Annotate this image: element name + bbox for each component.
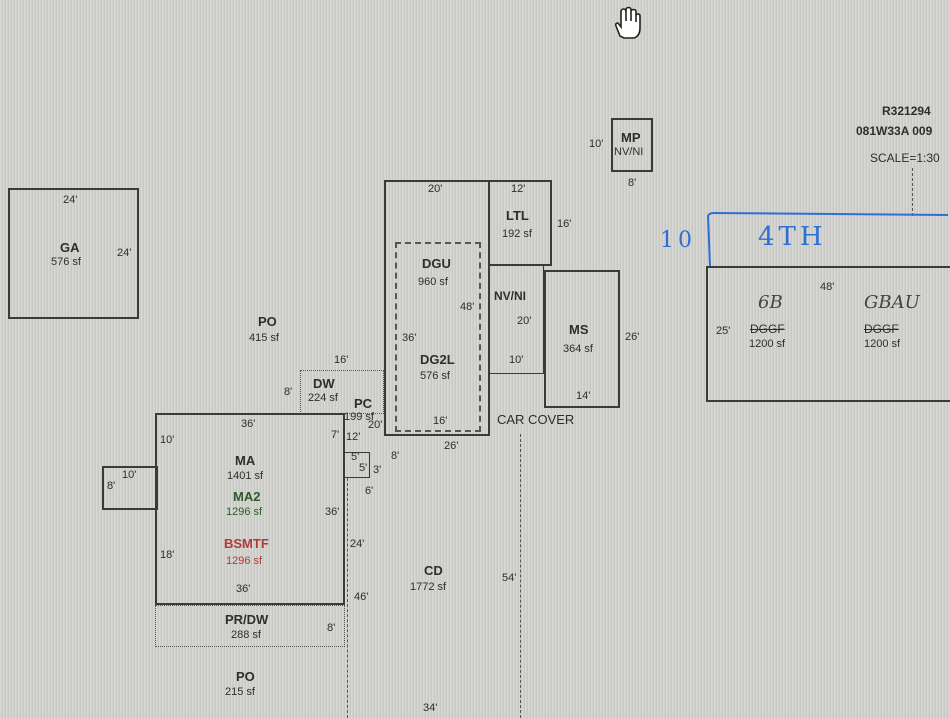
pr-dw-area: 288 sf [231,629,261,641]
ms-code: MS [569,322,589,337]
garage-left-dim: 25' [716,325,731,337]
bsmtf-code: BSMTF [224,536,269,551]
ltl-building [488,180,552,266]
ga-code: GA [60,240,80,255]
nvni-building [488,264,544,374]
garage-crossed-2: DGGF [864,322,899,336]
ext-left-dim: 8' [107,480,116,492]
ma-right-dim: 36' [325,506,340,518]
po-area: 415 sf [249,332,279,344]
ma-building [155,413,345,605]
mp-building [611,118,653,172]
pc-dim-8: 8' [391,450,400,462]
ma-left-dim: 10' [160,434,175,446]
dgu-area: 960 sf [418,276,448,288]
ms-bottom-dim: 14' [576,390,591,402]
garage-area-2: 1200 sf [864,338,901,350]
garage-crossed-1: DGGF [750,322,785,336]
dgu-building [384,180,490,436]
nvni-code: NV/NI [494,289,527,303]
dg2l-bottom-dim: 16' [433,415,448,427]
dgu-right-dim: 48' [460,301,475,313]
ltl-top-dim: 12' [511,183,526,195]
po2-code: PO [236,669,255,684]
blue-bracket-icon [706,211,949,267]
ga-building [8,188,139,319]
handwritten-6b: 6B [758,292,783,313]
nvni-dim-10: 10' [509,354,524,366]
nvni-dim-20: 20' [517,315,532,327]
dg2l-area: 576 sf [420,370,450,382]
dw-area: 224 sf [308,392,338,404]
ms-area: 364 sf [563,343,593,355]
parcel-number: R321294 [882,104,931,118]
pc-code: PC [354,396,373,411]
ma-code: MA [235,453,256,468]
ga-top-dim: 24' [63,194,78,206]
bsmtf-area: 1296 sf [226,555,263,567]
dw-code: DW [313,376,335,391]
mp-left-dim: 10' [589,138,604,150]
scale-label: SCALE=1:30 [870,151,940,165]
pc-dim-5b: 5' [359,462,368,474]
cd-code: CD [424,563,443,578]
ms-building [544,270,620,408]
dg2l-code: DG2L [420,352,455,367]
pc-dim-6: 6' [365,485,374,497]
garage-top-dim: 48' [820,281,835,293]
ga-right-dim: 24' [117,247,132,259]
map-number: 081W33A 009 [856,124,933,138]
cd-area: 1772 sf [410,581,447,593]
pr-dw-code: PR/DW [225,612,269,627]
pc-dim-12: 12' [346,431,361,443]
pc-dim-7: 7' [331,429,340,441]
car-cover-right-line [520,434,521,718]
dg2l-outline [395,242,481,432]
pr-dw-right-dim: 8' [327,622,336,634]
handwritten-gbau: GBAU [864,292,920,313]
dw-left-dim: 8' [284,386,293,398]
ma2-area: 1296 sf [226,506,263,518]
car-cover-label: CAR COVER [497,412,575,427]
cd-bottom-dim: 34' [423,702,438,714]
pc-area: 199 sf [344,411,374,423]
car-cover-left-line [347,478,348,718]
mp-bottom-dim: 8' [628,177,637,189]
pc-dim-3: 3' [373,464,382,476]
dgu-code: DGU [422,256,451,271]
po-code: PO [258,314,277,329]
mp-code: MP [621,130,641,145]
pc-dim-20: 20' [368,419,383,431]
po2-area: 215 sf [225,686,255,698]
ms-right-dim: 26' [625,331,640,343]
garage-building [706,266,950,402]
mp-sub: NV/NI [614,146,644,158]
dim-24: 24' [350,538,365,550]
pc-dim-5: 5' [351,451,360,463]
ltl-right-dim: 16' [557,218,572,230]
ltl-area: 192 sf [502,228,532,240]
cd-right-dim: 54' [502,572,517,584]
ga-area: 576 sf [51,256,81,268]
dg2l-left-dim: 36' [402,332,417,344]
dim-46: 46' [354,591,369,603]
ltl-code: LTL [506,208,529,223]
ext-top-dim: 10' [122,469,137,481]
handwritten-10: 10 [660,228,696,253]
ma-area: 1401 sf [227,470,264,482]
scale-tick [912,168,913,216]
hand-cursor-icon [614,6,641,39]
dg2l-bottom2-dim: 26' [444,440,459,452]
pr-dw-outline [155,605,345,647]
ma2-code: MA2 [233,489,261,504]
dw-top-dim: 16' [334,354,349,366]
ma-left-extension [102,466,158,510]
handwritten-4th: 4TH [758,222,827,252]
ma-top-dim: 36' [241,418,256,430]
garage-area-1: 1200 sf [749,338,786,350]
ma-left2-dim: 18' [160,549,175,561]
ma-bottom-dim: 36' [236,583,251,595]
dgu-top-dim: 20' [428,183,443,195]
